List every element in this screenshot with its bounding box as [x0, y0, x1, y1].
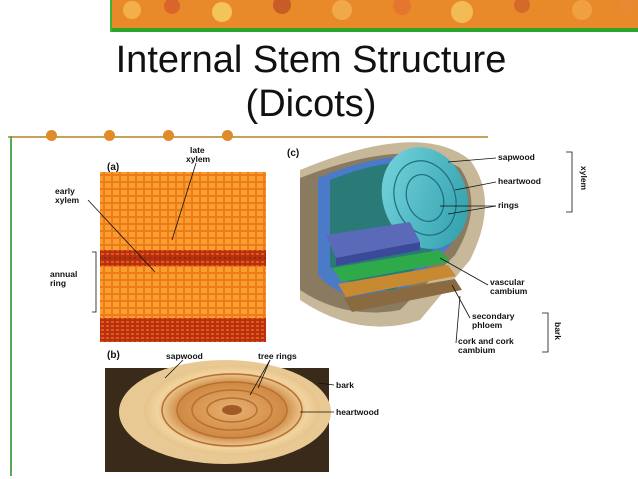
panel-c-letter: (c): [287, 148, 300, 159]
frame-top-rule: [8, 136, 488, 138]
label-sapwood-b: sapwood: [166, 351, 203, 361]
label-heartwood-c: heartwood: [498, 176, 541, 186]
label-late: late: [190, 145, 205, 155]
label-annual-ring: ring: [50, 278, 67, 288]
leader-lines-c: [439, 151, 573, 353]
label-tree-rings: tree rings: [258, 351, 297, 361]
label-vascular-cambium: cambium: [490, 286, 528, 296]
label-late-xylem: xylem: [186, 154, 211, 164]
label-bark-bracket: bark: [553, 322, 563, 340]
label-annual: annual: [50, 269, 78, 279]
panel-b-letter: (b): [107, 350, 120, 361]
banner-foliage-pattern: [112, 0, 638, 28]
label-xylem-bracket: xylem: [579, 166, 589, 191]
label-heartwood-b: heartwood: [336, 407, 379, 417]
bullet-dot: [222, 130, 233, 141]
micrograph-a: [100, 172, 266, 342]
log-cutaway-c: [300, 142, 485, 327]
label-cork: cork and cork: [458, 336, 514, 346]
label-secondary: secondary: [472, 311, 515, 321]
banner-green-stripe: [112, 28, 638, 32]
label-early-xylem: xylem: [55, 195, 80, 205]
banner-left-line: [110, 0, 112, 32]
slide-title-line2: (Dicots): [245, 83, 377, 125]
leader-lines-b: [164, 359, 335, 413]
leader-lines-a: [87, 162, 197, 313]
label-cork-cambium: cambium: [458, 345, 496, 355]
panel-a-letter: (a): [107, 162, 120, 173]
bullet-dot: [163, 130, 174, 141]
frame-left-rule: [10, 136, 12, 476]
slide-title-line1: Internal Stem Structure: [115, 39, 507, 81]
label-bark-b: bark: [336, 380, 354, 390]
label-rings: rings: [498, 200, 519, 210]
slide-title: Internal Stem Structure (Dicots): [0, 38, 638, 126]
label-secondary-phloem: phloem: [472, 320, 503, 330]
label-sapwood-c: sapwood: [498, 152, 535, 162]
header-banner-image: [112, 0, 638, 28]
label-early: early: [55, 186, 75, 196]
bullet-dot: [104, 130, 115, 141]
bullet-dot: [46, 130, 57, 141]
label-vascular: vascular: [490, 277, 525, 287]
log-crosssection-b: [105, 360, 331, 472]
